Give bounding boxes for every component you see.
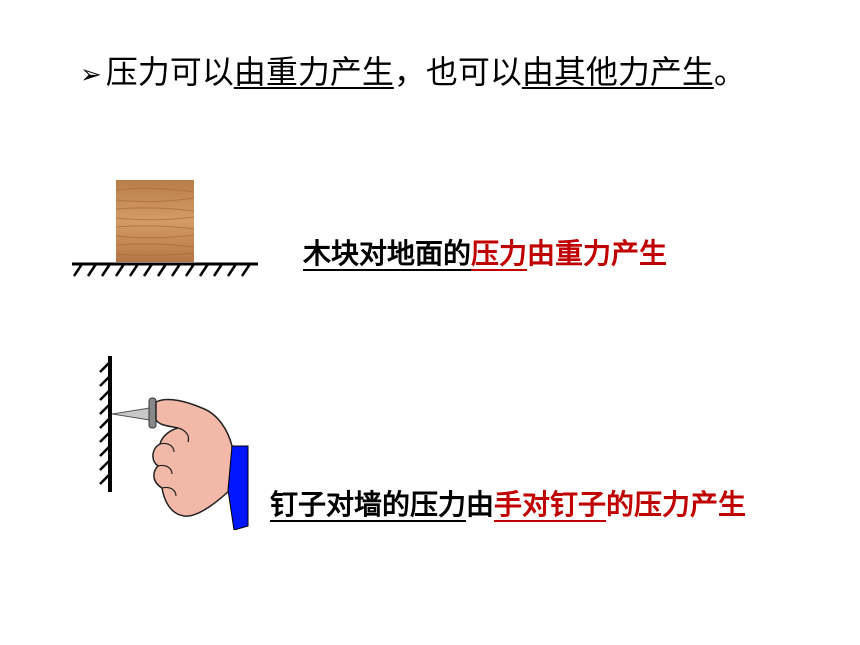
caption-block-part1: 木块对地面的: [303, 237, 472, 270]
nail-head: [148, 397, 157, 429]
caption-nail-part4: 的压力产生: [606, 488, 747, 521]
hand: [152, 398, 235, 517]
caption-nail-part2: 由: [466, 488, 495, 521]
ground-hatch: [72, 263, 252, 277]
wood-block: [116, 180, 194, 262]
nail-shank: [111, 407, 151, 421]
wall-hatch: [99, 361, 111, 485]
headline-part5: 。: [713, 53, 746, 91]
caption-block: 木块对地面的压力由重力产生: [303, 236, 667, 272]
caption-nail-part1: 钉子对墙的压力: [270, 488, 467, 521]
cuff: [227, 445, 249, 530]
headline-part1: 压力可以: [105, 53, 234, 91]
caption-block-part2: 压力: [471, 237, 528, 270]
headline: ➢压力可以由重力产生，也可以由其他力产生。: [80, 52, 746, 95]
bullet-arrow-icon: ➢: [80, 60, 102, 90]
finger-nail-icon: [99, 356, 249, 530]
headline-part4: 由其他力产生: [521, 53, 714, 91]
headline-part3: ，也可以: [393, 53, 522, 91]
caption-block-part3: 由重力产生: [527, 237, 668, 270]
wooden-block-icon: [72, 180, 258, 277]
caption-nail: 钉子对墙的压力由手对钉子的压力产生: [270, 487, 746, 523]
caption-nail-part3: 手对钉子: [494, 488, 607, 521]
headline-part2: 由重力产生: [233, 53, 394, 91]
